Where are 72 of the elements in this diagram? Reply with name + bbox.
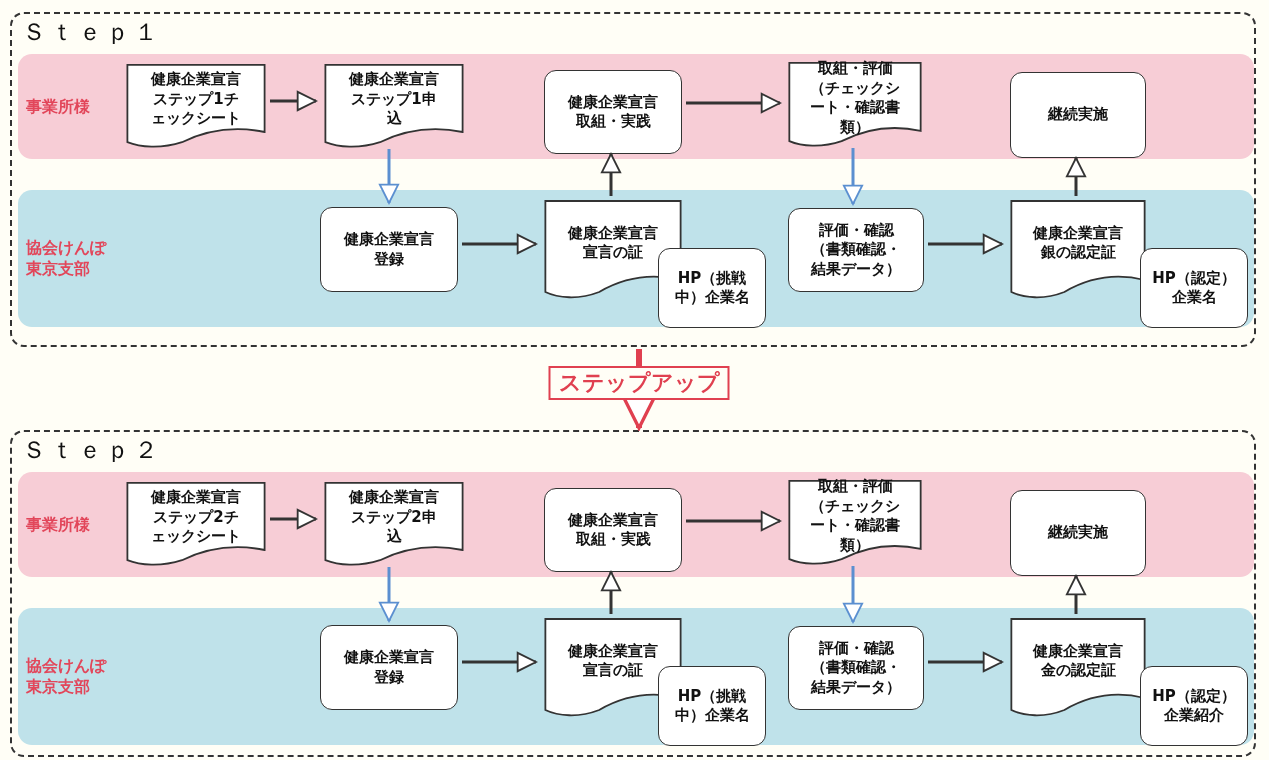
- document-shape: [324, 482, 464, 567]
- arrow: [1065, 157, 1087, 196]
- node-text: 健康企業宣言登録: [343, 230, 435, 269]
- node-text: HP（認定）企業名: [1151, 268, 1237, 308]
- node-text: 健康企業宣言登録: [343, 648, 435, 687]
- process-box: [788, 208, 924, 292]
- swimlane-band: [18, 472, 1254, 577]
- lane-title: 事業所様: [26, 95, 91, 118]
- document-shape: [126, 482, 266, 567]
- node-text: 取組・評価（チェックシート・確認書類）: [809, 477, 901, 555]
- process-box: [1140, 248, 1248, 328]
- document-shape: [1010, 200, 1146, 300]
- lane-title: 協会けんぽ東京支部: [26, 654, 108, 699]
- swimlane-band: [18, 608, 1254, 745]
- process-box: [1010, 72, 1146, 158]
- step-panel: [10, 430, 1256, 757]
- arrow: [620, 349, 658, 430]
- node-text: HP（認定）企業紹介: [1151, 686, 1237, 726]
- arrow: [842, 566, 864, 623]
- node-text: 健康企業宣言ステップ1申込: [348, 70, 440, 129]
- node-text: 継続実施: [1046, 105, 1109, 125]
- node-text: HP（挑戦中）企業名: [673, 686, 751, 726]
- step-heading: Ｓｔｅｐ２: [22, 435, 162, 466]
- step-panel: [10, 12, 1256, 347]
- arrow: [378, 567, 400, 622]
- arrow: [462, 651, 537, 673]
- arrow: [842, 148, 864, 205]
- node-text: 評価・確認（書類確認・結果データ）: [810, 220, 902, 280]
- arrow: [686, 92, 781, 114]
- process-box: [544, 70, 682, 154]
- document-shape: [788, 62, 922, 148]
- arrow: [270, 90, 317, 112]
- document-shape: [126, 64, 266, 149]
- node-text: 健康企業宣言取組・実践: [567, 92, 659, 132]
- node-text: 健康企業宣言ステップ2申込: [348, 488, 440, 547]
- process-box: [320, 625, 458, 710]
- node-text: HP（挑戦中）企業名: [673, 268, 751, 308]
- document-shape: [324, 64, 464, 149]
- document-shape: [788, 480, 922, 566]
- document-shape: [1010, 618, 1146, 718]
- lane-title: 協会けんぽ東京支部: [26, 236, 108, 281]
- process-box: [1010, 490, 1146, 576]
- arrow: [600, 153, 622, 196]
- arrow: [1065, 575, 1087, 614]
- node-text: 取組・評価（チェックシート・確認書類）: [809, 59, 901, 137]
- node-text: 健康企業宣言宣言の証: [567, 223, 659, 263]
- swimlane-band: [18, 190, 1254, 327]
- edge-label: ステップアップ: [548, 366, 730, 400]
- node-text: 健康企業宣言宣言の証: [567, 641, 659, 681]
- node-text: 継続実施: [1046, 523, 1109, 543]
- process-box: [1140, 666, 1248, 746]
- arrow: [270, 508, 317, 530]
- process-box: [788, 626, 924, 710]
- swimlane-band: [18, 54, 1254, 159]
- arrow: [378, 149, 400, 204]
- node-text: 健康企業宣言ステップ2チェックシート: [150, 488, 242, 547]
- process-box: [658, 666, 766, 746]
- process-box: [544, 488, 682, 572]
- node-text: 健康企業宣言取組・実践: [567, 510, 659, 550]
- node-text: 健康企業宣言金の認定証: [1032, 641, 1124, 681]
- node-text: 健康企業宣言銀の認定証: [1032, 223, 1124, 263]
- process-box: [320, 207, 458, 292]
- arrow: [686, 510, 781, 532]
- node-text: 健康企業宣言ステップ1チェックシート: [150, 70, 242, 129]
- arrow: [928, 233, 1003, 255]
- arrow: [928, 651, 1003, 673]
- node-text: 評価・確認（書類確認・結果データ）: [810, 638, 902, 698]
- lane-title: 事業所様: [26, 513, 91, 536]
- arrow: [462, 233, 537, 255]
- step-heading: Ｓｔｅｐ１: [22, 17, 162, 48]
- arrow: [600, 571, 622, 614]
- process-box: [658, 248, 766, 328]
